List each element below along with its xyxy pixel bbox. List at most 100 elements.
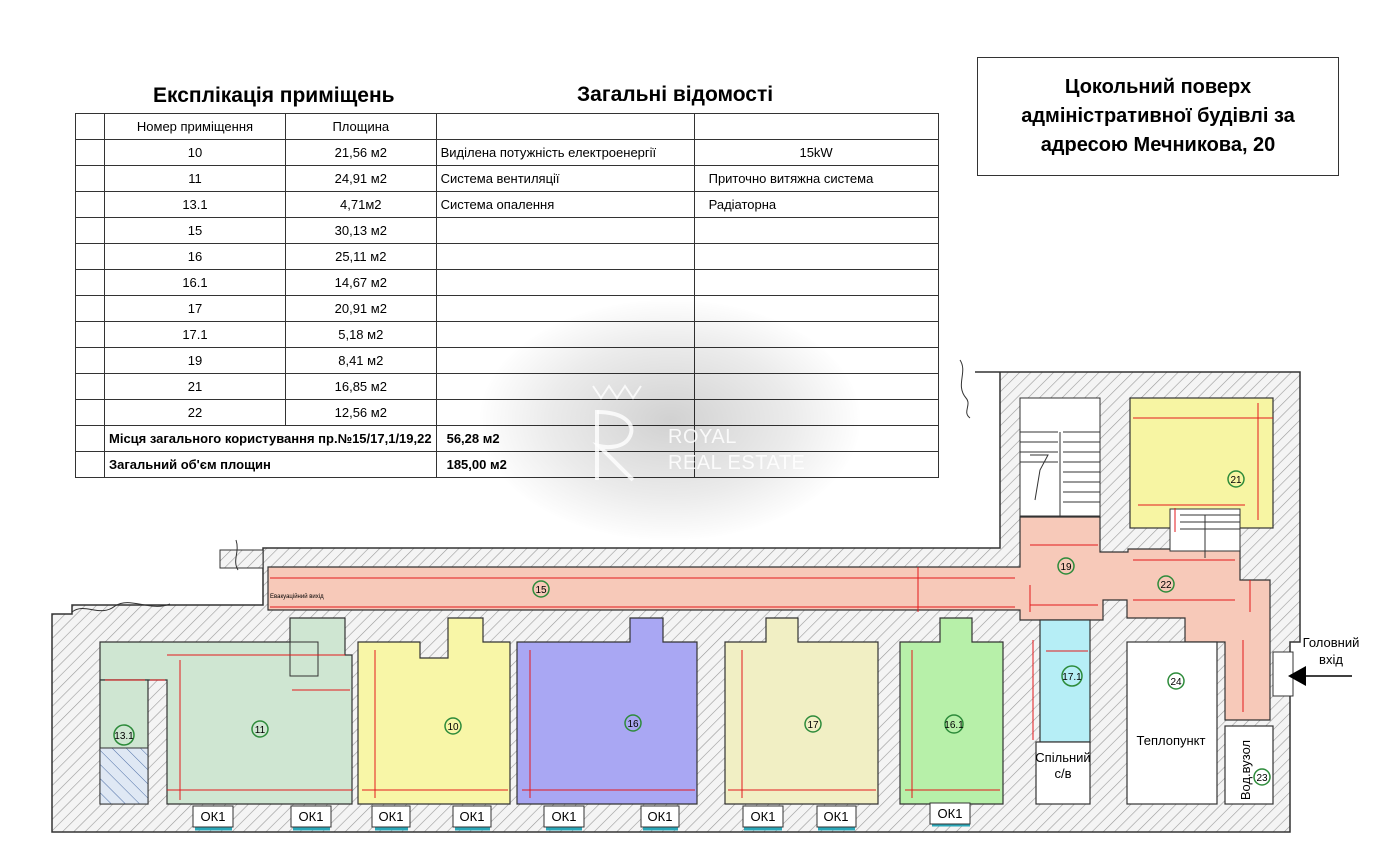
room-area: 30,13 м2	[284, 217, 437, 244]
inner-stair	[1169, 508, 1241, 558]
window-label: ОК1	[824, 809, 849, 824]
heat-point-label: Теплопункт	[1137, 733, 1206, 748]
room-21-marker: 21	[1227, 470, 1245, 488]
common-area-value: 56,28 м2	[435, 425, 695, 452]
room-17-1	[1039, 619, 1091, 743]
room-area: 8,41 м2	[284, 347, 437, 374]
room-11-marker: 11	[251, 720, 269, 738]
room-16-1-marker: 16.1	[944, 714, 964, 734]
wc-label-1: Спільний	[1035, 750, 1090, 765]
room-10-marker: 10	[444, 717, 462, 735]
wc-label-2: с/в	[1054, 766, 1071, 781]
window-label: ОК1	[938, 806, 963, 821]
room-10-number: 10	[447, 722, 459, 733]
room-22-number: 22	[1160, 580, 1172, 591]
room-13-1-shaft	[99, 747, 149, 805]
room-16-number: 16	[627, 719, 639, 730]
room-15-marker: 15	[532, 580, 550, 598]
info-label: Система опалення	[435, 191, 695, 218]
evacuation-exit-label: Евакуаційний вихід	[270, 593, 324, 600]
window-label: ОК1	[460, 809, 485, 824]
total-area-row: Загальний об'єм площин 185,00 м2	[75, 451, 939, 478]
room-19-marker: 19	[1057, 557, 1075, 575]
room-16-1-number: 16.1	[944, 720, 964, 731]
royal-logo-icon	[592, 384, 642, 482]
entrance-arrow-icon	[1288, 666, 1352, 686]
room-23	[1224, 725, 1274, 805]
room-markers: 11 10 16 17 16.1 13.1 15 19 21 22 17.1 2…	[113, 470, 1271, 786]
room-17-marker: 17	[804, 715, 822, 733]
room-17-number: 17	[807, 720, 819, 731]
room-number: 17.1	[104, 321, 286, 348]
room-24-number: 24	[1170, 677, 1182, 688]
info-value: Приточно витяжна система	[693, 165, 939, 192]
room-area: 24,91 м2	[284, 165, 437, 192]
room-area: 25,11 м2	[284, 243, 437, 270]
info-value: 15kW	[693, 139, 939, 166]
window-label: ОК1	[201, 809, 226, 824]
room-22-marker: 22	[1157, 575, 1175, 593]
entrance-opening	[1272, 651, 1294, 697]
table-header-row: Номер приміщення Площина	[75, 113, 939, 140]
room-21	[1129, 397, 1274, 529]
room-16	[516, 617, 698, 805]
room-16-marker: 16	[624, 714, 642, 732]
room-13-1-marker: 13.1	[113, 724, 135, 746]
floor-title-box: Цокольний поверх адміністративної будівл…	[977, 57, 1339, 176]
entrance-label-1: Головний	[1303, 635, 1360, 650]
watermark-line-1: ROYAL	[668, 426, 737, 448]
window-label: ОК1	[379, 809, 404, 824]
col-area-header: Площина	[284, 113, 437, 140]
room-11-number: 11	[255, 725, 266, 736]
room-23-number: 23	[1256, 773, 1268, 784]
window-labels: ОК1 ОК1 ОК1 ОК1 ОК1 ОК1 ОК1 ОК1 ОК1	[192, 802, 971, 828]
col-room-header: Номер приміщення	[104, 113, 286, 140]
watermark-text: ROYAL REAL ESTATE	[668, 424, 805, 476]
room-10	[357, 617, 511, 805]
window-label: ОК1	[299, 809, 324, 824]
break-lines	[71, 359, 971, 613]
window-label: ОК1	[751, 809, 776, 824]
room-24	[1126, 641, 1218, 805]
room-16-1	[899, 617, 1004, 805]
title-line-2: адміністративної будівлі за	[1021, 105, 1295, 127]
watermark-line-2: REAL ESTATE	[668, 452, 806, 474]
room-number: 17	[104, 295, 286, 322]
room-17	[724, 617, 879, 805]
general-info-heading: Загальні відомості	[577, 83, 774, 106]
total-area-value: 185,00 м2	[435, 451, 695, 478]
room-area: 16,85 м2	[284, 373, 437, 400]
room-23-marker: 23	[1253, 768, 1271, 786]
explication-heading: Експлікація приміщень	[153, 84, 395, 107]
water-node-label: Вод.вузол	[1238, 740, 1253, 800]
staircase	[1019, 397, 1101, 517]
room-24-marker: 24	[1167, 672, 1185, 690]
title-line-3: адресою Мечникова, 20	[1040, 134, 1276, 156]
title-line-1: Цокольний поверх	[1064, 76, 1252, 98]
room-15-number: 15	[535, 585, 547, 596]
total-area-label: Загальний об'єм площин	[104, 451, 437, 478]
room-number: 22	[104, 399, 286, 426]
room-13-1-number: 13.1	[114, 731, 134, 742]
dimension-lines	[105, 403, 1273, 800]
room-17-1-marker: 17.1	[1061, 665, 1083, 687]
room-number: 13.1	[104, 191, 286, 218]
room-19-number: 19	[1060, 562, 1072, 573]
room-17-1-number: 17.1	[1062, 672, 1082, 683]
window-label: ОК1	[648, 809, 673, 824]
window-label: ОК1	[552, 809, 577, 824]
entrance-label-2: вхід	[1319, 652, 1343, 667]
window-strips	[195, 823, 970, 831]
room-21-number: 21	[1230, 475, 1242, 486]
info-label: Система вентиляції	[435, 165, 695, 192]
